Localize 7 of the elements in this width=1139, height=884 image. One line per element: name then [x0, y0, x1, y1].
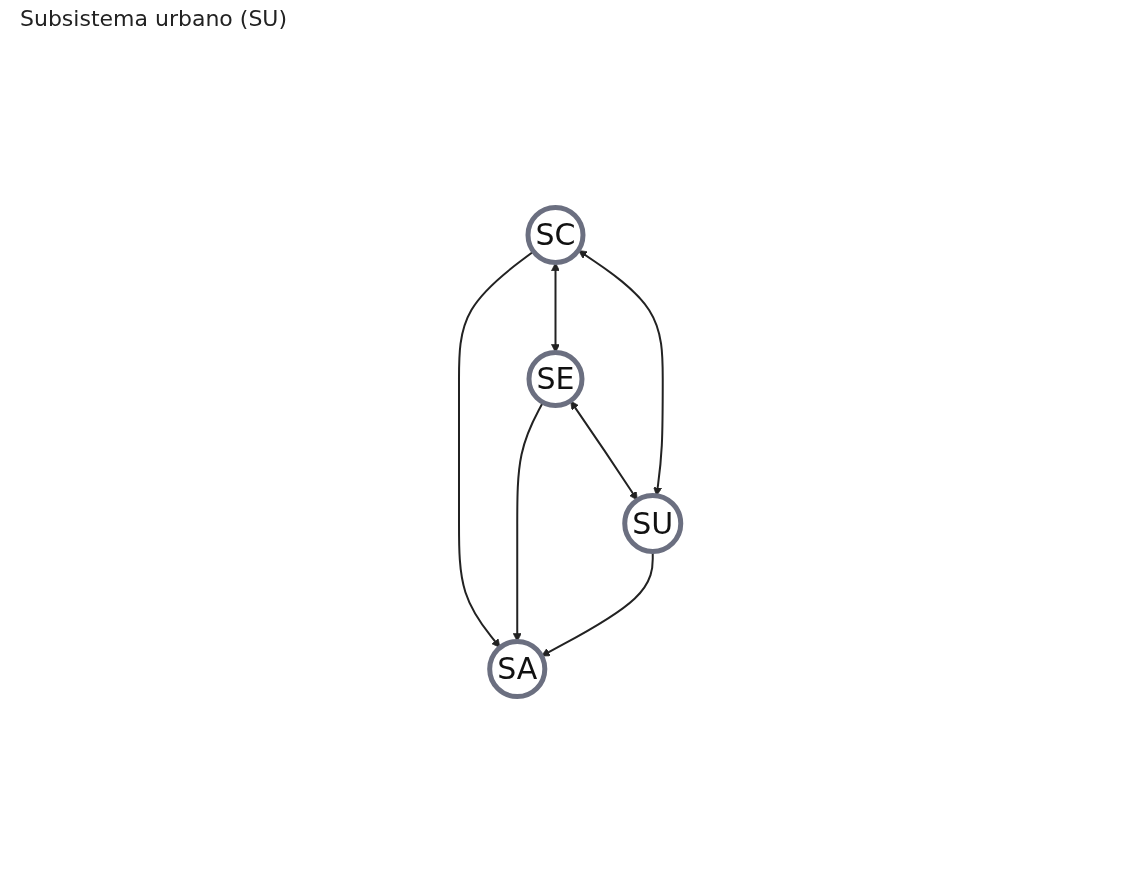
note-text: Subsistema urbano (SU)	[20, 6, 289, 31]
node-circle: SA	[486, 638, 547, 700]
node-circle: SE	[526, 349, 585, 408]
arrow	[457, 250, 535, 648]
node-circle: SU	[621, 492, 683, 554]
arrow	[569, 400, 638, 501]
node-circle: SC	[525, 204, 586, 265]
